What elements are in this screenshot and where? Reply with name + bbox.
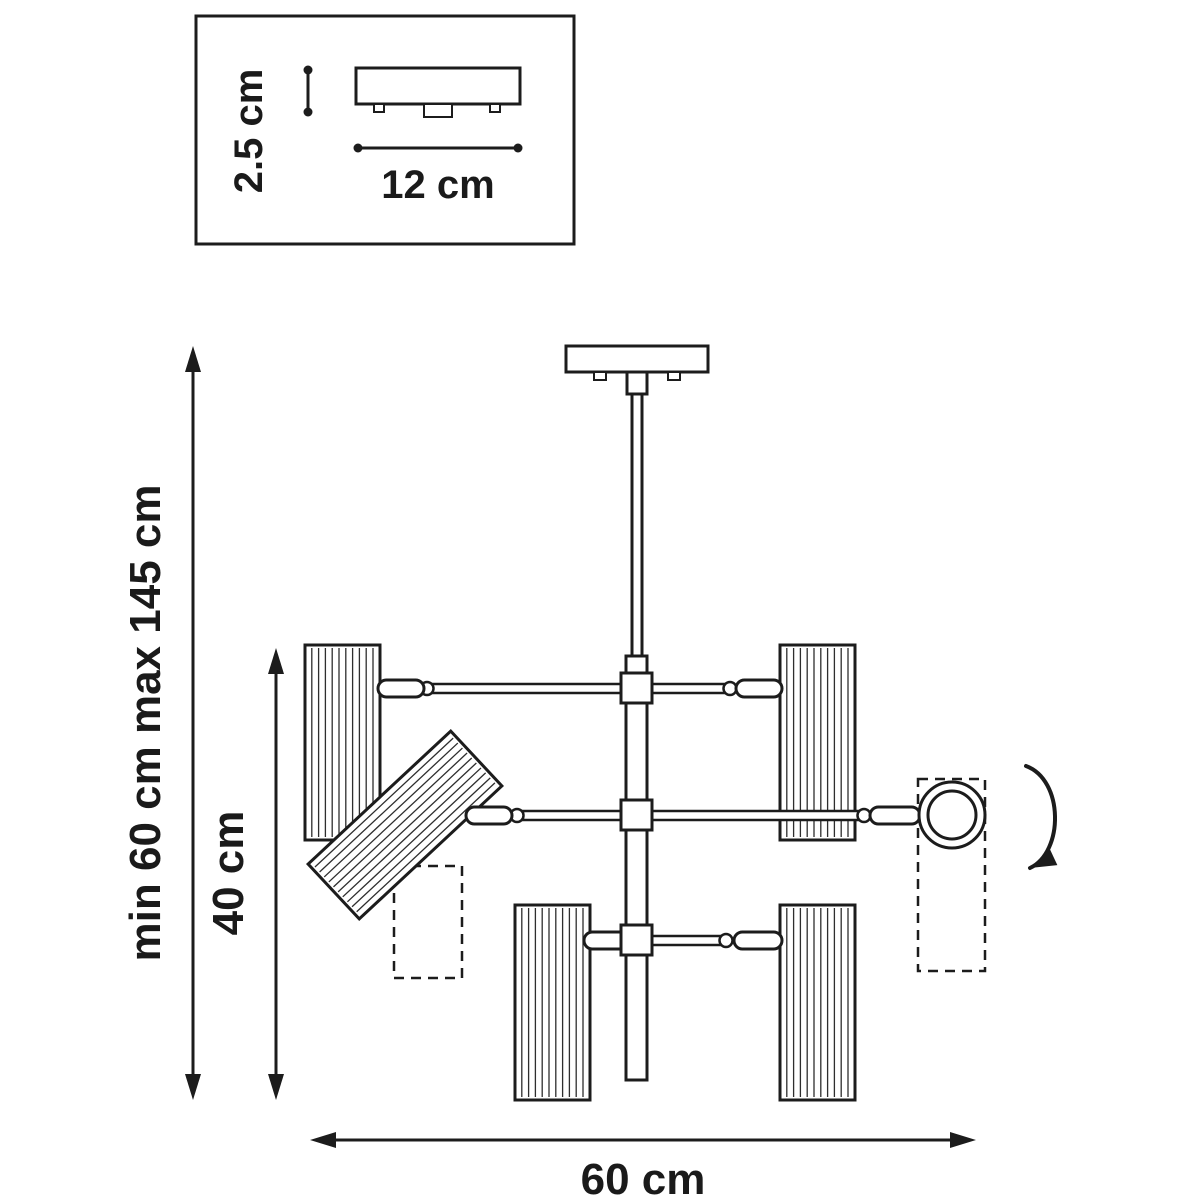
dim-dot	[303, 107, 313, 117]
arm-joint-ball	[718, 932, 734, 949]
canopy-screw-left	[593, 371, 607, 381]
shades	[303, 643, 857, 1102]
column-hubs	[619, 671, 654, 957]
front-facing-shade	[917, 780, 987, 850]
arm-end-cap	[732, 930, 784, 951]
arm-tube	[430, 682, 630, 695]
arm-end-cap	[734, 678, 784, 699]
dim-dot	[353, 143, 363, 153]
arrow-right	[950, 1132, 976, 1148]
height-range-label: min 60 cm max 145 cm	[121, 485, 170, 962]
ribbed-shade-bottom-right	[778, 903, 857, 1102]
arms	[376, 678, 922, 951]
canopy-screw-right	[667, 371, 681, 381]
canopy-stem	[625, 370, 649, 396]
ribbed-shade-top-right	[778, 643, 857, 842]
drop-height-label: 40 cm	[204, 811, 253, 936]
canopy-side-view	[354, 66, 522, 118]
screw-left	[373, 103, 385, 113]
screw-right	[489, 103, 501, 113]
arrow-up	[185, 346, 201, 372]
mount-inset: 2.5 cm 12 cm	[194, 14, 576, 246]
arrow-down	[185, 1074, 201, 1100]
arm-hub	[619, 671, 654, 705]
ribbed-shade-tilted	[305, 728, 505, 922]
inset-border	[194, 14, 576, 246]
arm-end-cap	[376, 678, 426, 699]
ribbed-shade-bottom-left	[513, 903, 592, 1102]
height-dimension: min 60 cm max 145 cm	[121, 346, 201, 1100]
arm-end-cap	[868, 805, 922, 826]
shade-ghost-outline-left	[392, 864, 464, 980]
arrow-left	[310, 1132, 336, 1148]
canopy-width-label: 12 cm	[381, 163, 494, 207]
dim-dot	[513, 143, 523, 153]
ghost-positions	[392, 777, 987, 980]
arm-end-cap	[464, 805, 514, 826]
shade-ghost-outline-right	[916, 777, 987, 973]
central-column	[624, 654, 649, 1082]
width-dimension: 60 cm	[310, 1132, 976, 1200]
center-connector	[423, 103, 453, 118]
hanging-rod	[630, 392, 644, 658]
ceiling-canopy	[564, 344, 710, 396]
arm-hub	[619, 923, 654, 957]
canopy-width-dimension: 12 cm	[353, 143, 523, 207]
chandelier-drawing	[303, 344, 1058, 1102]
dim-dot	[303, 65, 313, 75]
arm-hub	[619, 798, 654, 832]
arm-tube	[643, 682, 729, 695]
canopy-height-dimension: 2.5 cm	[227, 65, 313, 194]
arrow-down	[268, 1074, 284, 1100]
canopy-height-label: 2.5 cm	[227, 69, 271, 194]
arrow-up	[268, 648, 284, 674]
arm-tube	[643, 809, 863, 822]
rotation-arrow-icon	[1024, 764, 1058, 870]
arm-tube	[643, 934, 725, 947]
arm-tube	[521, 809, 630, 822]
inner-height-dimension: 40 cm	[204, 648, 284, 1100]
width-label: 60 cm	[581, 1155, 706, 1200]
